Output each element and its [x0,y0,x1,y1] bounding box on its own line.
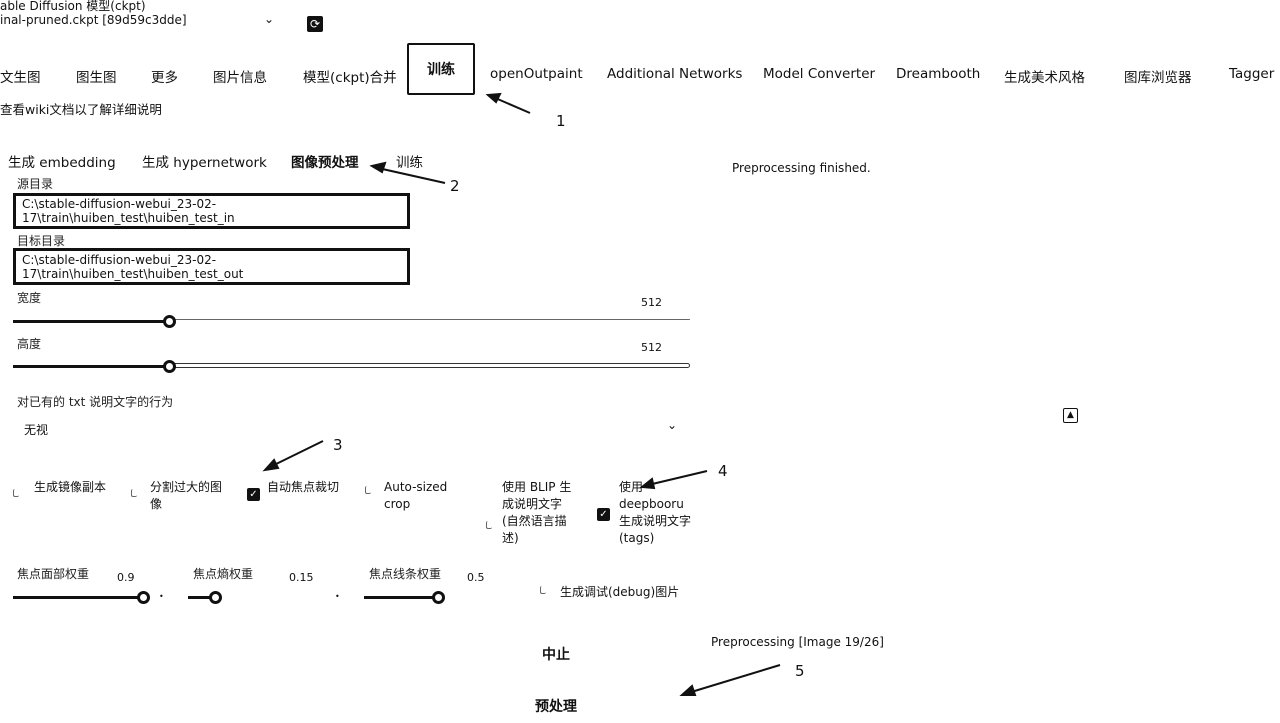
tab-extras[interactable]: 更多 [151,70,178,86]
focal-entropy-slider-filled [188,596,215,599]
focal-entropy-value[interactable]: 0.15 [289,571,314,584]
height-label: 高度 [17,337,42,351]
tab-image-browser[interactable]: 图库浏览器 [1124,70,1192,86]
focal-edges-label: 焦点线条权重 [369,567,442,581]
height-value[interactable]: 512 [641,341,662,354]
focal-face-value[interactable]: 0.9 [117,571,135,584]
wiki-hint[interactable]: 查看wiki文档以了解详细说明 [0,102,162,117]
chevron-down-icon: ⌄ [264,12,275,26]
tab-art-style[interactable]: 生成美术风格 [1004,70,1085,86]
tab-txt2img[interactable]: 文生图 [0,70,41,86]
target-dir-label: 目标目录 [17,234,66,248]
tab-tagger[interactable]: Tagger [1229,66,1275,82]
width-value[interactable]: 512 [641,296,662,309]
focal-edges-slider-handle[interactable] [432,591,445,604]
chevron-down-icon: ⌄ [667,418,678,432]
model-select-value: inal-pruned.ckpt [89d59c3dde] [0,13,187,27]
subtab-train[interactable]: 训练 [396,155,423,171]
txt-action-label: 对已有的 txt 说明文字的行为 [17,395,174,409]
refresh-icon[interactable]: ⟳ [307,16,323,32]
width-label: 宽度 [17,291,42,305]
tab-train[interactable]: 训练 [407,43,475,95]
autocrop-checkbox[interactable]: ✓ [247,488,260,501]
debug-label: 生成调试(debug)图片 [560,585,680,599]
tab-img2img[interactable]: 图生图 [76,70,117,86]
tab-model-converter[interactable]: Model Converter [763,66,876,82]
height-slider-track[interactable] [170,363,690,368]
target-dir-input[interactable]: C:\stable-diffusion-webui_23-02-17\train… [13,248,410,285]
focal-face-slider-handle[interactable] [137,591,150,604]
progress-text: Preprocessing [Image 19/26] [711,635,884,649]
annotation-5: 5 [795,662,805,680]
annotation-3: 3 [333,436,343,454]
blip-label: 使用 BLIP 生成说明文字(自然语言描述) [502,480,572,545]
txt-action-value: 无视 [24,423,49,437]
source-dir-input[interactable]: C:\stable-diffusion-webui_23-02-17\train… [13,193,410,229]
focal-edges-slider-filled [364,596,440,599]
split-checkbox[interactable] [131,489,137,497]
focal-face-label: 焦点面部权重 [17,567,90,581]
preprocess-button[interactable]: 预处理 [535,699,577,715]
focal-entropy-slider-end: • [335,592,340,601]
height-slider-handle[interactable] [163,360,176,373]
focal-entropy-slider-handle[interactable] [209,591,222,604]
tab-png-info[interactable]: 图片信息 [213,70,267,86]
width-slider-track[interactable] [170,319,690,320]
mirror-label: 生成镜像副本 [34,480,107,494]
annotation-1: 1 [556,112,566,130]
source-dir-label: 源目录 [17,177,54,191]
interrupt-button[interactable]: 中止 [542,647,570,663]
focal-entropy-label: 焦点熵权重 [193,567,254,581]
width-slider-filled [13,320,170,323]
height-slider-filled [13,365,170,368]
deepbooru-checkbox[interactable]: ✓ [597,508,610,521]
deepbooru-label: 使用 deepbooru 生成说明文字(tags) [619,480,692,545]
subtab-create-embedding[interactable]: 生成 embedding [8,155,116,171]
model-select[interactable]: inal-pruned.ckpt [89d59c3dde] ⌄ [0,12,280,33]
focal-edges-value[interactable]: 0.5 [467,571,485,584]
width-slider-handle[interactable] [163,315,176,328]
debug-checkbox[interactable] [540,586,546,594]
focal-face-slider-end: • [159,592,164,601]
tab-openoutpaint[interactable]: openOutpaint [490,66,583,82]
model-select-label: able Diffusion 模型(ckpt) [0,0,146,13]
tab-additional-networks[interactable]: Additional Networks [607,66,743,82]
image-icon[interactable]: ▲ [1063,408,1078,423]
blip-checkbox[interactable] [486,521,492,529]
tab-checkpoint-merger[interactable]: 模型(ckpt)合并 [303,70,397,86]
annotation-2: 2 [450,177,460,195]
split-label: 分割过大的图像 [150,480,223,511]
focal-face-slider-filled [13,596,143,599]
status-message: Preprocessing finished. [732,161,871,175]
tab-dreambooth[interactable]: Dreambooth [896,66,981,82]
annotation-4: 4 [718,462,728,480]
autosize-label: Auto-sized crop [384,480,448,511]
txt-action-select[interactable]: 无视 ⌄ [13,418,683,440]
subtab-preprocess-images[interactable]: 图像预处理 [291,155,359,171]
autosize-checkbox[interactable] [365,486,371,494]
mirror-checkbox[interactable] [13,489,19,497]
subtab-create-hypernetwork[interactable]: 生成 hypernetwork [142,155,267,171]
autocrop-label: 自动焦点裁切 [267,480,340,494]
